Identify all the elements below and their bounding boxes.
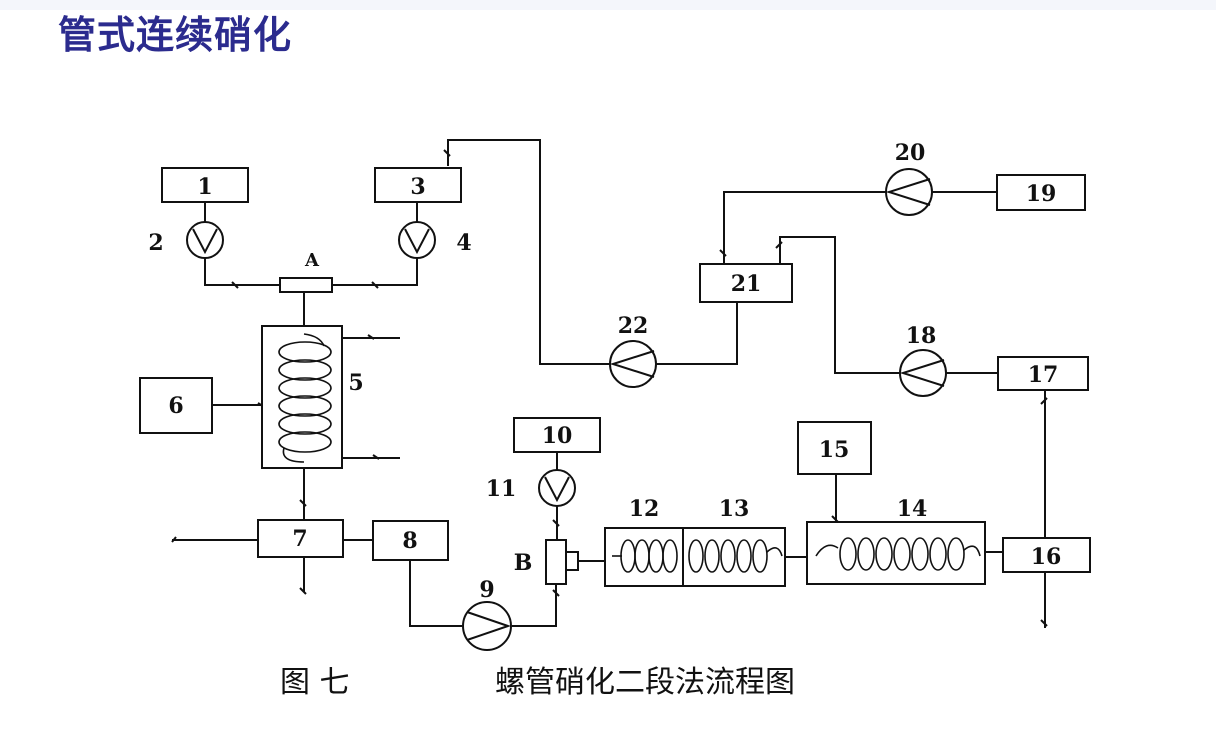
equipment-boxes: [139, 167, 1091, 587]
box-6: [139, 377, 213, 434]
reactor-13: [682, 527, 786, 587]
label-6: 6: [168, 393, 183, 419]
reactor-5: [261, 325, 343, 469]
label-9: 9: [479, 577, 494, 603]
label-2: 2: [148, 230, 163, 256]
label-b: B: [514, 550, 533, 576]
label-1: 1: [197, 174, 212, 200]
slide-title: 管式连续硝化: [58, 13, 293, 57]
box-3: [374, 167, 462, 203]
mixer-a: [279, 277, 333, 293]
label-17: 17: [1028, 362, 1059, 388]
box-7: [257, 519, 344, 558]
pump-20-icon: [885, 168, 933, 216]
box-16: [1002, 537, 1091, 573]
label-12: 12: [629, 496, 660, 522]
mixer-b-stub: [565, 551, 579, 571]
label-11: 11: [486, 476, 517, 502]
label-19: 19: [1026, 181, 1057, 207]
box-21: [699, 263, 793, 303]
label-7: 7: [292, 526, 307, 552]
label-13: 13: [719, 496, 750, 522]
reactor-coils: [278, 333, 981, 573]
label-21: 21: [731, 271, 762, 297]
label-8: 8: [402, 528, 417, 554]
reactor-14: [806, 521, 986, 585]
label-5: 5: [348, 370, 363, 396]
pump-18-icon: [899, 349, 947, 397]
box-8: [372, 520, 449, 561]
label-a: A: [304, 250, 320, 271]
pump-4-icon: [398, 221, 436, 259]
label-18: 18: [906, 323, 937, 349]
equipment-labels: 1 2 3 4 A 5 6 7 8 9 10 11 B 12 13 14 15 …: [148, 140, 1061, 603]
pump-11-icon: [538, 469, 576, 507]
label-4: 4: [456, 230, 471, 256]
pumps: [186, 168, 947, 651]
box-10: [513, 417, 601, 453]
mixer-b: [545, 539, 567, 585]
pipelines: [172, 139, 1046, 628]
label-20: 20: [895, 140, 926, 166]
box-19: [996, 174, 1086, 211]
pump-9-icon: [462, 601, 512, 651]
label-16: 16: [1031, 544, 1062, 570]
box-1: [161, 167, 249, 203]
box-17: [997, 356, 1089, 391]
flow-arrows: [171, 149, 1048, 627]
label-22: 22: [618, 313, 649, 339]
box-15: [797, 421, 872, 475]
label-15: 15: [819, 437, 850, 463]
reactor-12: [604, 527, 684, 587]
label-10: 10: [542, 423, 573, 449]
figure-caption: 螺管硝化二段法流程图: [495, 665, 795, 700]
pump-2-icon: [186, 221, 224, 259]
pump-22-icon: [609, 340, 657, 388]
label-3: 3: [410, 174, 425, 200]
label-14: 14: [897, 496, 928, 522]
figure-number: 图 七: [280, 665, 350, 700]
